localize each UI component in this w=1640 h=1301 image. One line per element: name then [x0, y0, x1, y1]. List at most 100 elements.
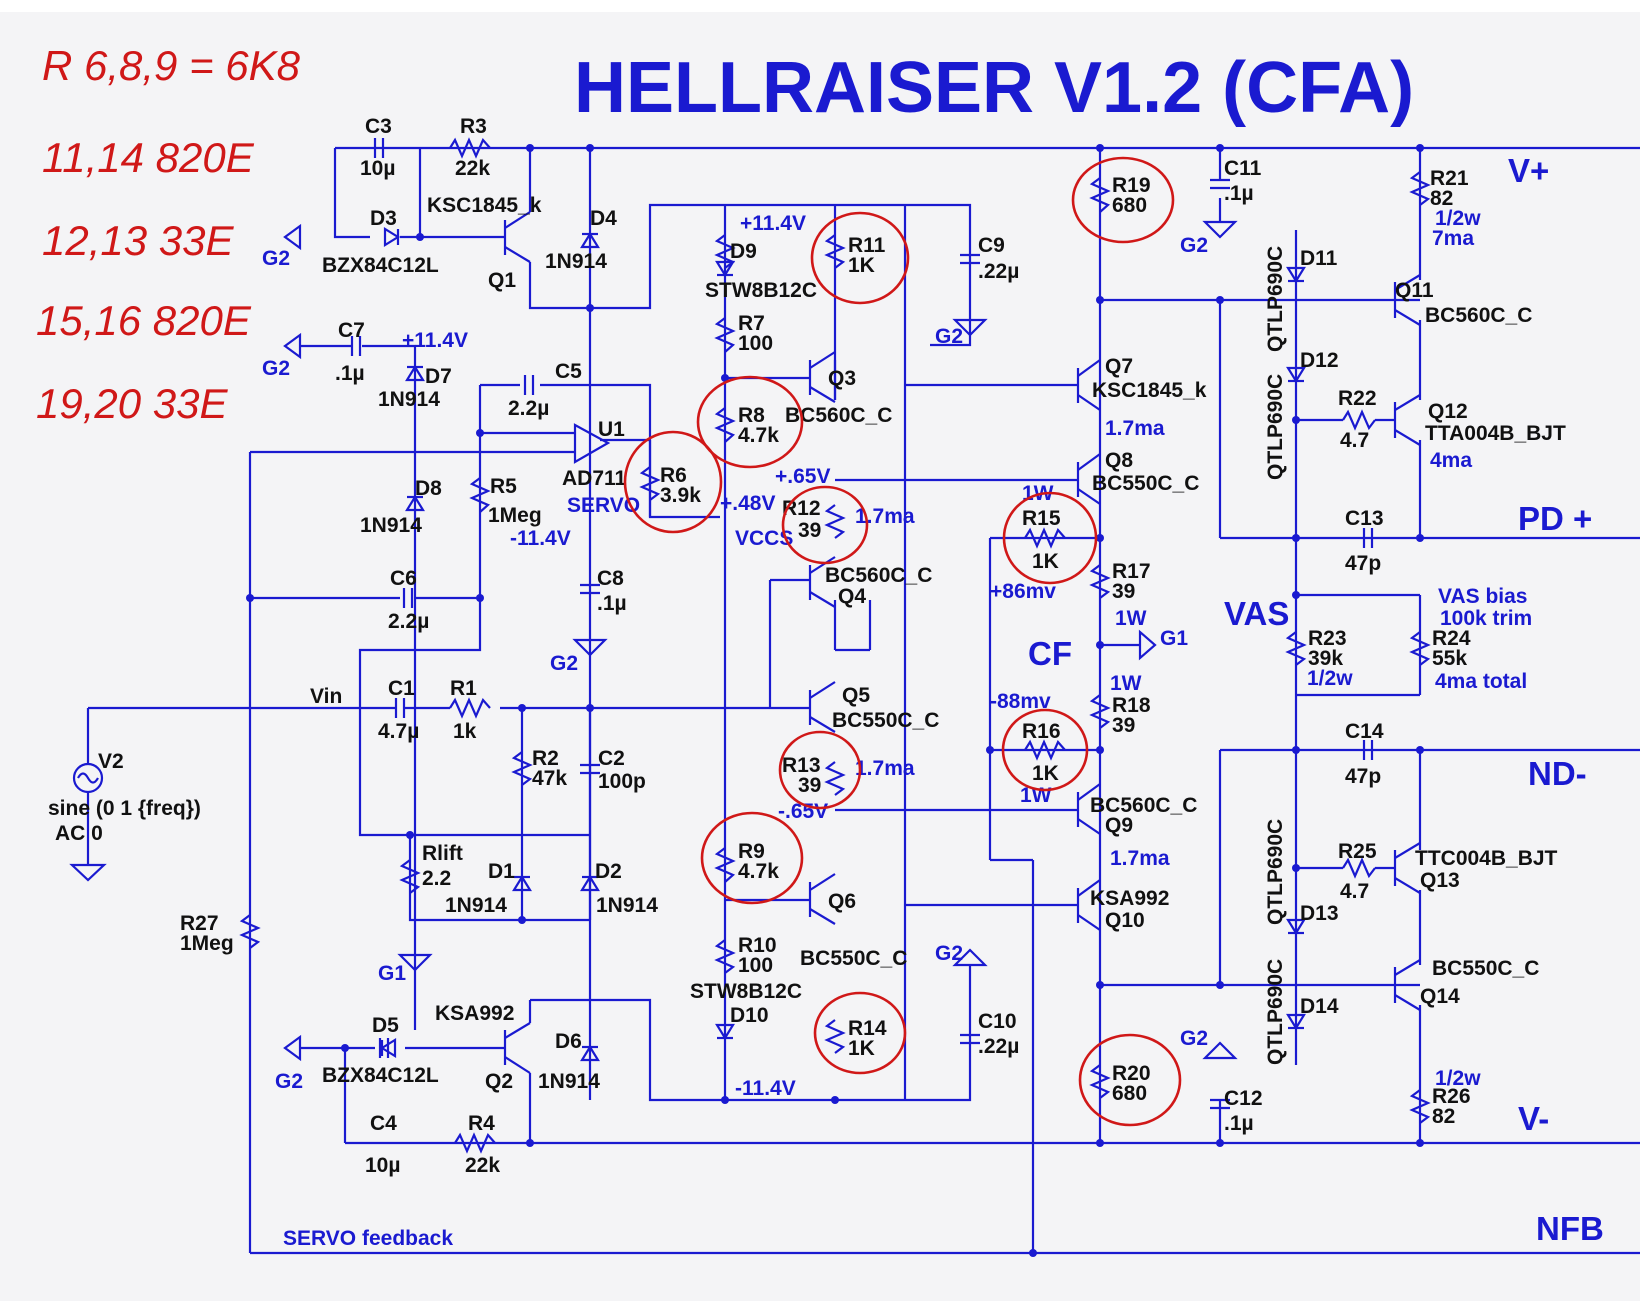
q2-val: KSA992: [435, 1002, 514, 1025]
circle-r12: [781, 485, 869, 565]
note-plus114-b: +11.4V: [740, 212, 806, 235]
r11-val: 1K: [848, 254, 875, 277]
note-minus114-a: -11.4V: [510, 527, 571, 550]
c10-val: .22µ: [978, 1035, 1019, 1058]
r2-val: 47k: [532, 767, 567, 790]
d2-ref: D2: [595, 860, 622, 883]
r1-ref: R1: [450, 677, 477, 700]
q5-ref: Q5: [842, 684, 870, 707]
r20-ref: R20: [1112, 1062, 1151, 1085]
r14-symbol: [824, 1019, 846, 1054]
r10-val: 100: [738, 954, 773, 977]
note-minus114-b: -11.4V: [735, 1077, 796, 1100]
q14-val: BC550C_C: [1432, 957, 1539, 980]
d12-val: QTLP690C: [1264, 374, 1287, 480]
q10-ref: Q10: [1105, 909, 1145, 932]
handnote-5: 19,20 33E: [36, 380, 228, 427]
note-ma17-c: 1.7ma: [1105, 417, 1165, 440]
note-plus048: +.48V: [720, 492, 775, 515]
r17-val: 39: [1112, 580, 1135, 603]
handnote-1: R 6,8,9 = 6K8: [42, 42, 301, 89]
note-half-w-b: 1/2w: [1307, 667, 1353, 690]
circle-r14: [813, 991, 907, 1075]
circle-r9: [700, 811, 804, 905]
q10-val: KSA992: [1090, 887, 1169, 910]
d12-ref: D12: [1300, 349, 1339, 372]
c10-ref: C10: [978, 1010, 1017, 1033]
red-circle-highlights: [623, 156, 1182, 1127]
g2-label-a: G2: [262, 247, 290, 270]
note-minus88: -88mv: [990, 690, 1051, 713]
circle-r8: [696, 375, 804, 469]
block-vas: VAS: [1224, 595, 1289, 632]
c11-ref: C11: [1224, 157, 1262, 180]
r27-val: 1Meg: [180, 932, 234, 955]
q4-val: BC560C_C: [825, 564, 932, 587]
q3-ref: Q3: [828, 367, 856, 390]
c8-ref: C8: [597, 567, 624, 590]
junctions: [246, 144, 1424, 1257]
r19-ref: R19: [1112, 174, 1151, 197]
r13-ref: R13: [782, 754, 821, 777]
q3-val: BC560C_C: [785, 404, 892, 427]
symbols: [69, 137, 1431, 1154]
d5-val: BZX84C12L: [322, 1064, 439, 1087]
r18-ref: R18: [1112, 694, 1151, 717]
r3-val: 22k: [455, 157, 490, 180]
q7-ref: Q7: [1105, 355, 1133, 378]
r8-ref: R8: [738, 404, 765, 427]
r23-ref: R23: [1308, 627, 1347, 650]
q8-ref: Q8: [1105, 449, 1133, 472]
r4-val: 22k: [465, 1154, 500, 1177]
q9-ref: Q9: [1105, 814, 1133, 837]
c7-ref: C7: [338, 319, 365, 342]
d2-val: 1N914: [596, 894, 658, 917]
u1-val: AD711: [562, 467, 627, 490]
c9-ref: C9: [978, 234, 1005, 257]
c6-ref: C6: [390, 567, 417, 590]
q13-ref: Q13: [1420, 869, 1460, 892]
r18-symbol: [1089, 694, 1111, 729]
q5-val: BC550C_C: [832, 709, 939, 732]
r24-ref: R24: [1432, 627, 1471, 650]
r23-val: 39k: [1308, 647, 1343, 670]
c3-ref: C3: [365, 115, 392, 138]
d3-ref: D3: [370, 207, 397, 230]
r17-ref: R17: [1112, 560, 1151, 583]
r21-symbol: [1409, 171, 1431, 206]
r7-ref: R7: [738, 312, 765, 335]
d10-ref: D10: [730, 1004, 769, 1027]
c6-val: 2.2µ: [388, 610, 429, 633]
r5-val: 1Meg: [488, 504, 542, 527]
g2-label-d: G2: [275, 1070, 303, 1093]
r20-val: 680: [1112, 1082, 1147, 1105]
d1-val: 1N914: [445, 894, 507, 917]
note-vas-bias: VAS bias: [1438, 585, 1527, 608]
r25-ref: R25: [1338, 840, 1377, 863]
r16-ref: R16: [1022, 720, 1061, 743]
r5-symbol: [469, 477, 491, 513]
g2-tri-d: [283, 1034, 302, 1062]
d8-val: 1N914: [360, 514, 422, 537]
r4-symbol: [454, 1132, 496, 1154]
circle-r20: [1078, 1033, 1182, 1127]
d7-ref: D7: [425, 365, 452, 388]
d11-val: QTLP690C: [1264, 246, 1287, 352]
r1-symbol: [449, 697, 491, 719]
c4-val: 10µ: [365, 1154, 400, 1177]
q2-ref: Q2: [485, 1070, 513, 1093]
v2-ref: V2: [98, 750, 124, 773]
r12-val: 39: [798, 519, 821, 542]
c13-ref: C13: [1345, 507, 1384, 530]
d6-ref: D6: [555, 1030, 582, 1053]
q1-ref: Q1: [488, 269, 516, 292]
g2-label-b: G2: [262, 357, 290, 380]
r2-symbol: [511, 751, 533, 786]
rlift-val: 2.2: [422, 867, 451, 890]
r1-val: 1k: [453, 720, 477, 743]
note-minus065: -.65V: [778, 800, 828, 823]
note-100k-trim: 100k trim: [1440, 607, 1532, 630]
d13-val: QTLP690C: [1264, 819, 1287, 925]
r16-val: 1K: [1032, 762, 1059, 785]
